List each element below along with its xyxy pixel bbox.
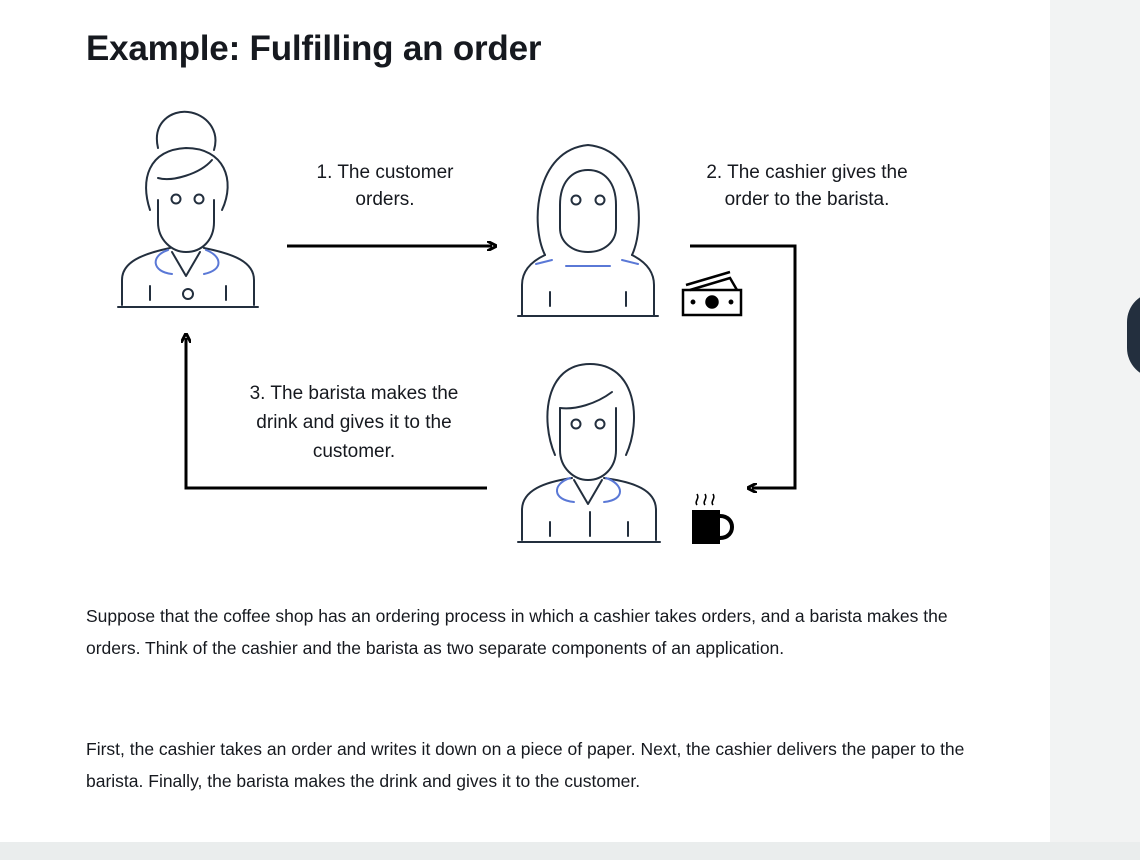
barista-collar-accent: [556, 477, 621, 503]
cashier-person-icon: [517, 144, 659, 317]
step-1-line-2: orders.: [355, 189, 414, 210]
cashier-collar-accent: [535, 259, 639, 267]
main-content: [0, 0, 1050, 842]
arrow-cashier-to-barista: [690, 244, 797, 488]
step-3-line-1: 3. The barista makes the: [250, 383, 459, 404]
page-title: Example: Fulfilling an order: [86, 29, 542, 68]
side-panel-toggle[interactable]: [1127, 292, 1140, 378]
bottom-bar: [0, 842, 1140, 860]
step-2-line-1: 2. The cashier gives the: [706, 162, 907, 183]
step-2-line-2: order to the barista.: [725, 189, 890, 210]
step-3-line-3: customer.: [313, 441, 395, 462]
money-icon: [681, 270, 743, 317]
order-flow-diagram: 1. The customer orders. 2. The cashier g…: [117, 110, 908, 544]
step-3-line-2: drink and gives it to the: [256, 412, 451, 433]
customer-person-icon: [117, 110, 259, 308]
customer-collar-accent: [154, 249, 220, 275]
paragraph-order-steps: First, the cashier takes an order and wr…: [86, 739, 965, 791]
paragraph-ordering-process: Suppose that the coffee shop has an orde…: [86, 606, 948, 658]
arrow-barista-to-customer: [186, 338, 487, 490]
barista-person-icon: [517, 363, 661, 543]
right-sidebar: [1050, 0, 1140, 842]
step-2-label: 2. The cashier gives the order to the ba…: [706, 162, 907, 210]
step-1-label: 1. The customer orders.: [317, 162, 455, 210]
coffee-cup-icon: [692, 493, 734, 544]
step-1-line-1: 1. The customer: [317, 162, 455, 183]
step-3-label: 3. The barista makes the drink and gives…: [250, 383, 459, 462]
